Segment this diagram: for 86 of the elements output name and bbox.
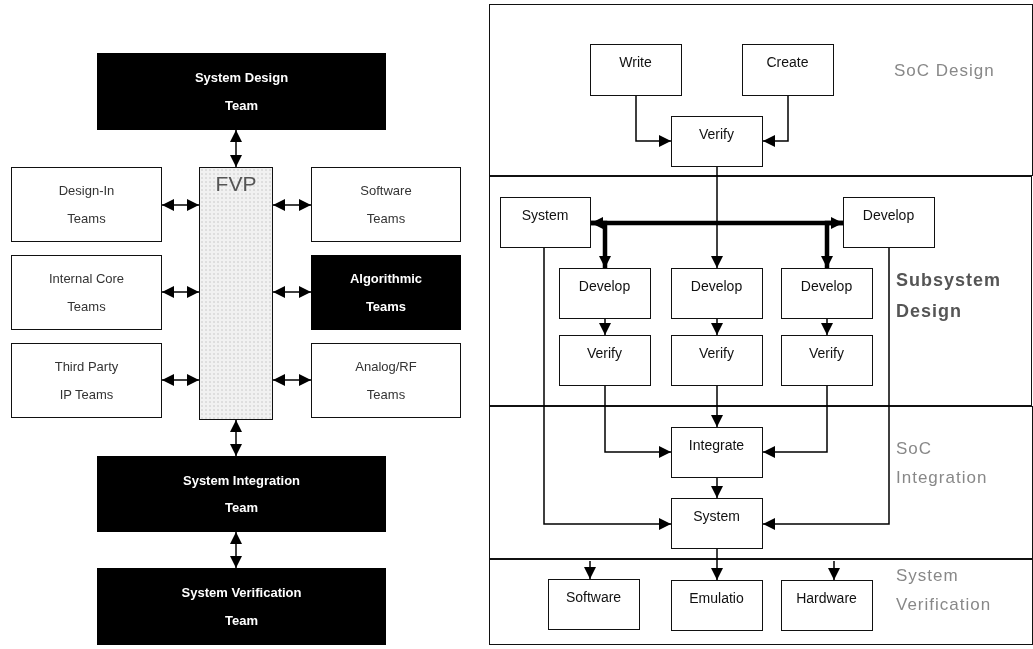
arrow xyxy=(711,385,723,428)
process-box xyxy=(741,43,834,96)
team-box xyxy=(11,167,162,242)
stage-band xyxy=(489,4,1033,176)
team-box xyxy=(97,456,386,532)
arrow xyxy=(230,531,242,569)
platform-box xyxy=(199,167,273,420)
stage-label: System Verification xyxy=(896,565,993,616)
process-box xyxy=(670,426,763,478)
node-label: System Integration Team xyxy=(182,471,301,517)
arrow xyxy=(599,318,611,336)
process-box xyxy=(670,579,763,631)
stage-band xyxy=(489,406,1033,559)
node-label: Design-In Teams xyxy=(57,182,116,228)
arrow xyxy=(161,286,200,298)
thick-arrow xyxy=(591,220,611,268)
arrow xyxy=(584,560,596,580)
arrow xyxy=(161,199,200,211)
node-label: Software xyxy=(565,588,622,605)
node-label: Verify xyxy=(809,344,844,361)
arrow xyxy=(762,247,890,530)
arrow xyxy=(604,385,672,458)
arrow xyxy=(230,129,242,168)
arrow xyxy=(711,548,723,581)
team-box xyxy=(311,343,461,418)
process-box xyxy=(670,115,763,167)
node-label: Hardware xyxy=(796,589,857,606)
stage-band xyxy=(489,176,1032,406)
arrow xyxy=(543,247,672,530)
process-box xyxy=(670,267,763,319)
arrow xyxy=(821,318,833,336)
thick-arrow xyxy=(821,220,843,268)
arrow xyxy=(635,95,672,147)
node-label: Third Party IP Teams xyxy=(53,358,120,404)
node-label: Verify xyxy=(587,344,622,361)
node-label: Create xyxy=(766,53,809,70)
process-box xyxy=(780,579,873,631)
stage-band xyxy=(489,559,1033,645)
node-label: Software Teams xyxy=(359,182,413,228)
team-box xyxy=(311,255,461,330)
process-box xyxy=(780,334,873,386)
arrow xyxy=(711,166,723,269)
team-box xyxy=(11,343,162,418)
arrow xyxy=(711,477,723,499)
process-box xyxy=(670,497,763,549)
process-box xyxy=(547,578,640,630)
process-box xyxy=(780,267,873,319)
arrow xyxy=(762,95,789,147)
node-label: FVP xyxy=(215,172,257,196)
node-label: Develop xyxy=(800,277,853,294)
process-box xyxy=(589,43,682,96)
arrow xyxy=(161,374,200,386)
arrow xyxy=(272,286,312,298)
node-label: Internal Core Teams xyxy=(47,270,126,316)
process-box xyxy=(842,196,935,248)
process-box xyxy=(670,334,763,386)
arrow xyxy=(272,199,312,211)
team-box xyxy=(97,53,386,130)
node-label: System xyxy=(521,206,569,223)
node-label: Verify xyxy=(699,344,734,361)
node-label: System Verification Team xyxy=(180,584,303,630)
node-label: Develop xyxy=(862,206,915,223)
node-label: System Design Team xyxy=(193,69,290,115)
node-label: Algorithmic Teams xyxy=(348,270,424,316)
node-label: Write xyxy=(619,53,652,70)
stage-label: SoC Design xyxy=(894,60,996,82)
stage-label: Subsystem Design xyxy=(896,269,1003,323)
node-label: Develop xyxy=(578,277,631,294)
arrow xyxy=(230,419,242,457)
team-box xyxy=(11,255,162,330)
team-box xyxy=(311,167,461,242)
node-label: System xyxy=(693,507,740,524)
arrow xyxy=(762,385,828,458)
node-label: Analog/RF Teams xyxy=(354,358,418,404)
team-box xyxy=(97,568,386,645)
node-label: Verify xyxy=(699,125,734,142)
arrow xyxy=(828,560,840,581)
stage-label: SoC Integration xyxy=(896,438,989,489)
node-label: Integrate xyxy=(688,436,745,453)
process-box xyxy=(558,267,651,319)
node-label: Develop xyxy=(690,277,743,294)
process-box xyxy=(558,334,651,386)
node-label: Emulatio xyxy=(689,589,744,606)
process-box xyxy=(499,196,591,248)
arrow xyxy=(272,374,312,386)
arrow xyxy=(711,318,723,336)
